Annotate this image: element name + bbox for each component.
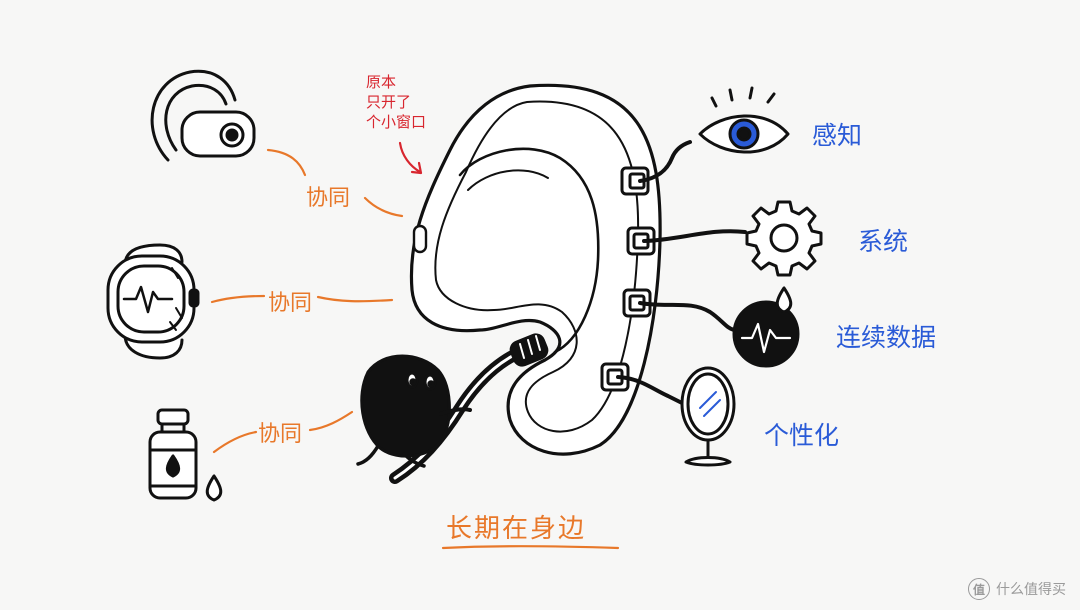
sync-connectors xyxy=(210,148,620,550)
watermark-text: 什么值得买 xyxy=(996,582,1066,598)
smartwatch-icon xyxy=(106,243,200,360)
annotation-line: 只开了 xyxy=(366,93,412,111)
sync-label-vial: 协同 xyxy=(258,422,303,447)
medicine-vial-icon xyxy=(148,408,223,502)
watermark: 值 什么值得买 xyxy=(968,578,1066,600)
mirror-icon xyxy=(680,366,736,467)
footer-title: 长期在身边 xyxy=(446,514,587,544)
ear-device xyxy=(409,83,662,456)
feature-label-continuous-data: 连续数据 xyxy=(836,323,937,352)
gear-icon xyxy=(745,200,823,277)
blob-character xyxy=(356,354,472,468)
eye-icon xyxy=(698,86,790,154)
feature-label-system: 系统 xyxy=(858,227,909,256)
feature-label-personalization: 个性化 xyxy=(764,421,840,450)
earbud-icon xyxy=(150,69,256,162)
port-cables xyxy=(616,140,747,406)
heart-rate-drop-icon xyxy=(732,286,800,368)
annotation-line: 个小窗口 xyxy=(366,113,427,131)
sync-label-watch: 协同 xyxy=(268,291,313,316)
annotation-note: 原本 只开了 个小窗口 xyxy=(366,72,426,132)
feature-label-perception: 感知 xyxy=(812,121,863,150)
watermark-logo-icon: 值 xyxy=(968,578,990,600)
annotation-line: 原本 xyxy=(366,73,397,91)
sync-label-earbud: 协同 xyxy=(306,186,351,211)
